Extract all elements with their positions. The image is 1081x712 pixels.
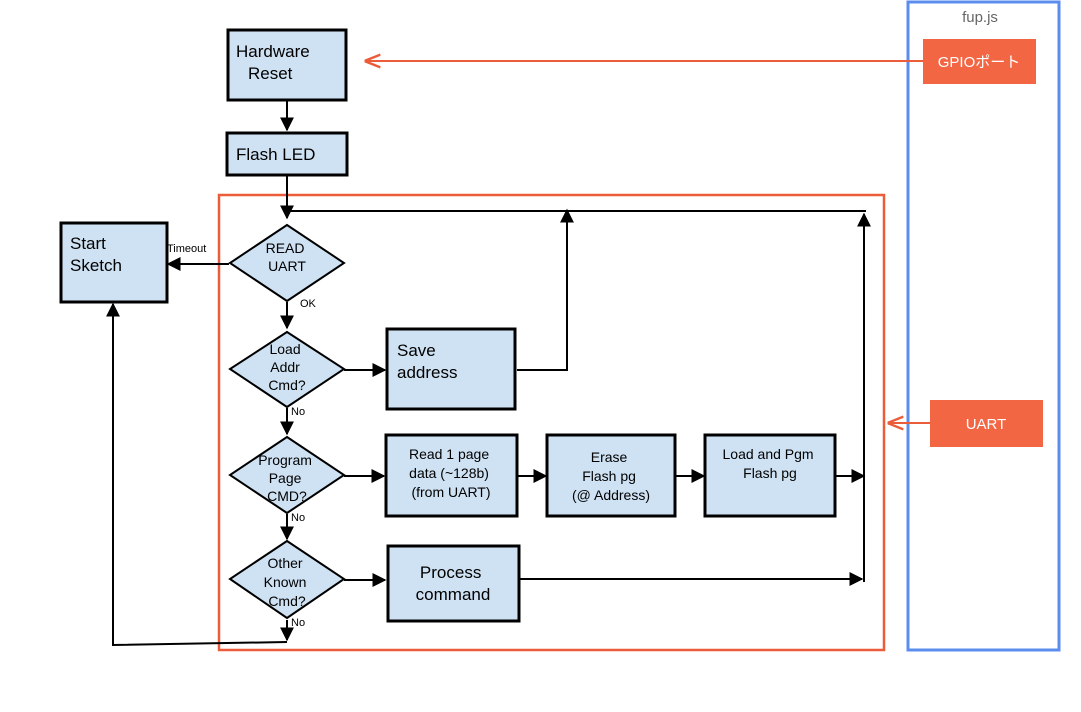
edge-bottom-to-sketch: [106, 302, 288, 647]
erase-flash-label: Erase Flash pg (@ Address): [572, 449, 650, 503]
gpio-port-tag: [923, 39, 1036, 84]
hardware-reset-box: [226, 28, 348, 102]
flash-led-label: Flash LED: [236, 145, 315, 164]
no-label-3: No: [291, 617, 305, 629]
process-command-box: [386, 544, 521, 623]
hardware-reset-label: Hardware Reset: [236, 42, 314, 83]
load-pgm-flash-box: [703, 433, 837, 518]
other-known-cmd-label: Other Known Cmd?: [264, 555, 311, 609]
other-known-cmd-diamond: [228, 539, 346, 620]
program-page-cmd-diamond: [228, 435, 346, 515]
no-label-2: No: [291, 512, 305, 524]
erase-flash-box: [545, 433, 677, 518]
read-uart-label: READ UART: [266, 240, 309, 274]
ok-label: OK: [300, 298, 317, 310]
start-sketch-box: [59, 221, 169, 304]
load-pgm-flash-label: Load and Pgm Flash pg: [723, 446, 818, 481]
fupjs-panel-frame: [906, 0, 1061, 652]
uart-tag-label: UART: [966, 416, 1007, 433]
read-page-box: [384, 433, 519, 518]
flash-led-box: [225, 131, 349, 177]
bootloader-frame: [217, 193, 886, 652]
gpio-port-tag-label: GPIOポート: [938, 54, 1021, 71]
no-label-1: No: [291, 406, 305, 418]
save-address-label: Save address: [397, 341, 457, 382]
uart-tag: [930, 400, 1043, 447]
start-sketch-label: Start Sketch: [70, 234, 122, 275]
read-page-label: Read 1 page data (~128b) (from UART): [409, 446, 493, 500]
process-command-label: Process command: [416, 563, 491, 604]
read-uart-diamond: [228, 223, 346, 303]
save-address-box: [385, 327, 517, 411]
edge-save-to-loop: [517, 208, 574, 371]
load-addr-cmd-diamond: [228, 330, 346, 409]
load-addr-cmd-label: Load Addr Cmd?: [268, 341, 306, 393]
side-panel-title: fup.js: [962, 9, 998, 26]
timeout-label: Timeout: [167, 243, 206, 255]
program-page-cmd-label: Program Page CMD?: [258, 452, 316, 504]
